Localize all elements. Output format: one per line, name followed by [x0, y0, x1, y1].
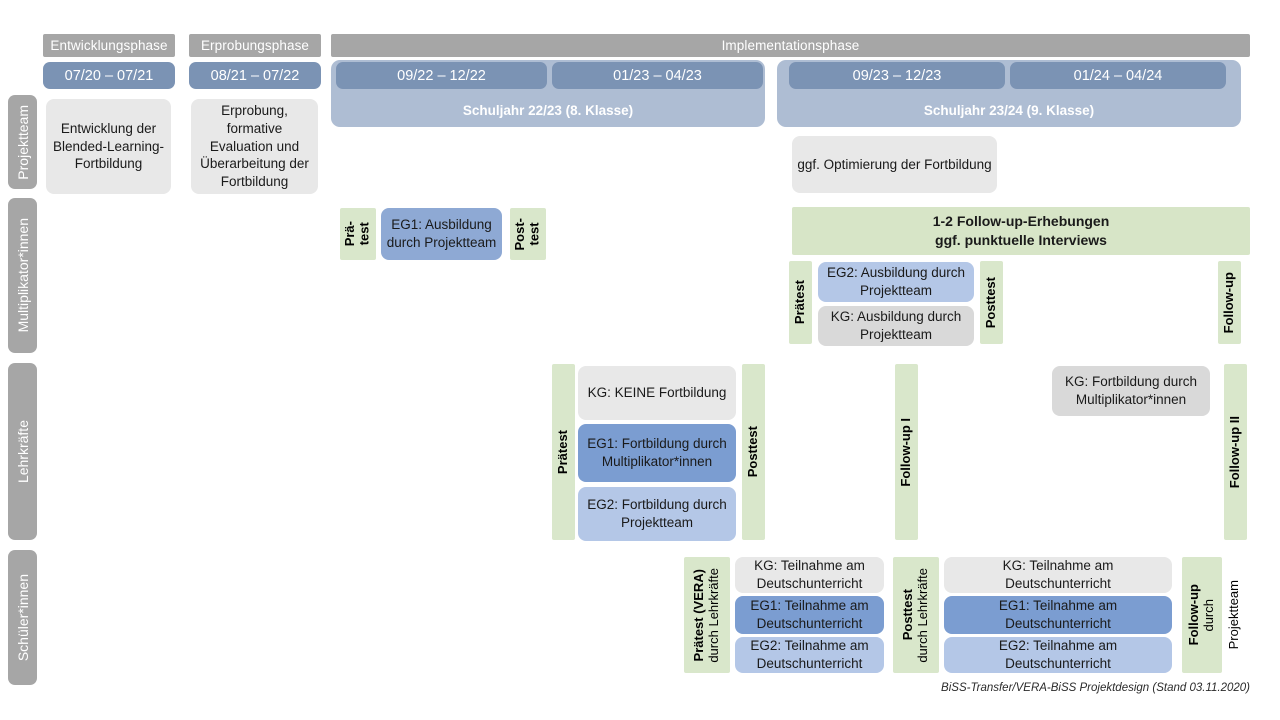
- box-eg2-fortbildung-projektteam-label: EG2: Fortbildung durch Projektteam: [587, 497, 727, 530]
- sidebar-role-lehrkraefte: Lehrkräfte: [8, 363, 37, 540]
- box-eg1-fortbildung-multiplikatoren-label: EG1: Fortbildung durch Multiplikator*inn…: [587, 436, 727, 469]
- box-eg2-ausbildung-projektteam-2324-label: EG2: Ausbildung durch Projektteam: [826, 265, 966, 298]
- posttest-column-multiplikatoren-2324-label: Posttest: [983, 276, 999, 329]
- box-erprobung-evaluation: Erprobung, formative Evaluation und Über…: [191, 99, 318, 194]
- date-bar-0923-1223: 09/23 – 12/23: [789, 62, 1005, 89]
- box-entwicklung-blended-learning: Entwicklung der Blended-Learning-Fortbil…: [46, 99, 171, 194]
- box-eg2-ausbildung-projektteam-2324: EG2: Ausbildung durch Projektteam: [818, 262, 974, 302]
- phase-header-erprobung: Erprobungsphase: [189, 34, 321, 57]
- date-bar-entwicklung-label: 07/20 – 07/21: [64, 67, 154, 84]
- praetest-column-multiplikatoren-2223-label: Prä- test: [342, 221, 372, 247]
- followup1-column-lehrkraefte-label: Follow-up I: [898, 417, 914, 487]
- sidebar-role-schuelerinnen-label: Schüler*innen: [14, 573, 31, 662]
- box-kg-teilnahme-deutschunterricht-2324-label: KG: Teilnahme am Deutschunterricht: [1002, 558, 1114, 591]
- praetest-column-multiplikatoren-2324-label: Prätest: [792, 280, 808, 325]
- date-bar-0123-0423-label: 01/23 – 04/23: [613, 67, 702, 84]
- date-bar-0923-1223-label: 09/23 – 12/23: [852, 67, 942, 84]
- followup2-column-lehrkraefte: Follow-up II: [1224, 364, 1247, 540]
- box-eg2-fortbildung-projektteam: EG2: Fortbildung durch Projektteam: [578, 487, 736, 541]
- sidebar-role-projektteam-label: Projektteam: [14, 104, 31, 180]
- praetest-vera-column-schuelerinnen: Prätest (VERA) durch Lehrkräfte: [684, 557, 730, 673]
- box-eg1-ausbildung-projektteam-2223: EG1: Ausbildung durch Projektteam: [381, 208, 502, 260]
- box-eg1-ausbildung-projektteam-2223-label: EG1: Ausbildung durch Projektteam: [386, 217, 497, 250]
- followup-column-schuelerinnen: Follow-up durch: [1182, 557, 1222, 673]
- box-eg2-teilnahme-deutschunterricht-2223: EG2: Teilnahme am Deutschunterricht: [735, 637, 884, 673]
- posttest-column-lehrkraefte: Posttest: [742, 364, 765, 540]
- followup-erhebungen-band: 1-2 Follow-up-Erhebungen ggf. punktuelle…: [792, 207, 1250, 255]
- praetest-column-lehrkraefte: Prätest: [552, 364, 575, 540]
- followup-schuelerinnen-sublabel: durch: [1201, 598, 1216, 632]
- posttest-schuelerinnen-label: Posttest: [900, 589, 916, 641]
- phase-header-entwicklung-label: Entwicklungsphase: [50, 38, 168, 53]
- date-bar-0123-0423: 01/23 – 04/23: [552, 62, 763, 89]
- sidebar-role-multiplikatoren: Multiplikator*innen: [8, 198, 37, 353]
- sidebar-role-multiplikatoren-label: Multiplikator*innen: [14, 218, 31, 333]
- box-ggf-optimierung: ggf. Optimierung der Fortbildung: [792, 136, 997, 193]
- box-kg-ausbildung-projektteam-2324: KG: Ausbildung durch Projektteam: [818, 306, 974, 346]
- followup-column-multiplikatoren-label: Follow-up: [1221, 271, 1237, 334]
- box-kg-fortbildung-multiplikatoren: KG: Fortbildung durch Multiplikator*inne…: [1052, 366, 1210, 416]
- box-eg1-teilnahme-deutschunterricht-2324: EG1: Teilnahme am Deutschunterricht: [944, 596, 1172, 634]
- date-bar-erprobung-label: 08/21 – 07/22: [210, 67, 300, 84]
- box-eg1-teilnahme-deutschunterricht-2223-label: EG1: Teilnahme am Deutschunterricht: [750, 598, 869, 631]
- box-eg2-teilnahme-deutschunterricht-2223-label: EG2: Teilnahme am Deutschunterricht: [750, 638, 869, 671]
- posttest-column-multiplikatoren-2324: Posttest: [980, 261, 1003, 344]
- box-entwicklung-blended-learning-label: Entwicklung der Blended-Learning-Fortbil…: [52, 120, 165, 172]
- posttest-column-multiplikatoren-2223: Post- test: [510, 208, 546, 260]
- date-bar-0922-1222: 09/22 – 12/22: [336, 62, 547, 89]
- school-year-band-2223-label: Schuljahr 22/23 (8. Klasse): [462, 103, 634, 118]
- box-kg-keine-fortbildung-label: KG: KEINE Fortbildung: [587, 385, 727, 401]
- date-bar-0124-0424: 01/24 – 04/24: [1010, 62, 1226, 89]
- phase-header-implementation-label: Implementationsphase: [721, 38, 860, 53]
- date-bar-entwicklung: 07/20 – 07/21: [43, 62, 175, 89]
- praetest-column-lehrkraefte-label: Prätest: [555, 429, 571, 475]
- praetest-vera-label: Prätest (VERA): [691, 568, 707, 662]
- box-kg-teilnahme-deutschunterricht-2223-label: KG: Teilnahme am Deutschunterricht: [754, 558, 865, 591]
- school-year-band-2324-label: Schuljahr 23/24 (9. Klasse): [923, 103, 1095, 118]
- followup2-column-lehrkraefte-label: Follow-up II: [1227, 415, 1243, 489]
- box-ggf-optimierung-label: ggf. Optimierung der Fortbildung: [797, 156, 992, 172]
- footer-caption-label: BiSS-Transfer/VERA-BiSS Projektdesign (S…: [941, 682, 1250, 694]
- phase-header-implementation: Implementationsphase: [331, 34, 1250, 57]
- date-bar-0124-0424-label: 01/24 – 04/24: [1073, 67, 1163, 84]
- praetest-column-multiplikatoren-2324: Prätest: [789, 261, 812, 344]
- followup-schuelerinnen-label: Follow-up: [1186, 584, 1202, 646]
- followup-schuelerinnen-sublabel2: Projektteam: [1225, 580, 1241, 650]
- posttest-column-schuelerinnen: Posttest durch Lehrkräfte: [893, 557, 939, 673]
- date-bar-erprobung: 08/21 – 07/22: [189, 62, 321, 89]
- praetest-vera-sublabel: durch Lehrkräfte: [706, 567, 721, 663]
- box-kg-fortbildung-multiplikatoren-label: KG: Fortbildung durch Multiplikator*inne…: [1064, 374, 1198, 407]
- phase-header-erprobung-label: Erprobungsphase: [200, 38, 310, 53]
- footer-caption: BiSS-Transfer/VERA-BiSS Projektdesign (S…: [830, 682, 1250, 700]
- followup-column-multiplikatoren: Follow-up: [1218, 261, 1241, 344]
- posttest-column-lehrkraefte-label: Posttest: [745, 426, 761, 478]
- date-bar-0922-1222-label: 09/22 – 12/22: [397, 67, 486, 84]
- box-eg2-teilnahme-deutschunterricht-2324-label: EG2: Teilnahme am Deutschunterricht: [998, 638, 1118, 671]
- followup1-column-lehrkraefte: Follow-up I: [895, 364, 918, 540]
- box-eg2-teilnahme-deutschunterricht-2324: EG2: Teilnahme am Deutschunterricht: [944, 637, 1172, 673]
- posttest-schuelerinnen-sublabel: durch Lehrkräfte: [915, 567, 930, 663]
- posttest-column-multiplikatoren-2223-label: Post- test: [512, 217, 542, 251]
- followup-schuelerinnen-projektteam-wrap: Projektteam: [1222, 557, 1246, 673]
- sidebar-role-schuelerinnen: Schüler*innen: [8, 550, 37, 685]
- followup-erhebungen-band-label: 1-2 Follow-up-Erhebungen ggf. punktuelle…: [932, 213, 1110, 248]
- box-eg1-teilnahme-deutschunterricht-2324-label: EG1: Teilnahme am Deutschunterricht: [998, 598, 1118, 631]
- praetest-column-multiplikatoren-2223: Prä- test: [340, 208, 376, 260]
- box-kg-teilnahme-deutschunterricht-2324: KG: Teilnahme am Deutschunterricht: [944, 557, 1172, 593]
- sidebar-role-lehrkraefte-label: Lehrkräfte: [14, 419, 31, 484]
- phase-header-entwicklung: Entwicklungsphase: [43, 34, 175, 57]
- box-eg1-teilnahme-deutschunterricht-2223: EG1: Teilnahme am Deutschunterricht: [735, 596, 884, 634]
- box-erprobung-evaluation-label: Erprobung, formative Evaluation und Über…: [200, 102, 309, 190]
- box-kg-keine-fortbildung: KG: KEINE Fortbildung: [578, 366, 736, 420]
- box-kg-teilnahme-deutschunterricht-2223: KG: Teilnahme am Deutschunterricht: [735, 557, 884, 593]
- box-kg-ausbildung-projektteam-2324-label: KG: Ausbildung durch Projektteam: [830, 309, 962, 342]
- sidebar-role-projektteam: Projektteam: [8, 95, 37, 189]
- box-eg1-fortbildung-multiplikatoren: EG1: Fortbildung durch Multiplikator*inn…: [578, 424, 736, 482]
